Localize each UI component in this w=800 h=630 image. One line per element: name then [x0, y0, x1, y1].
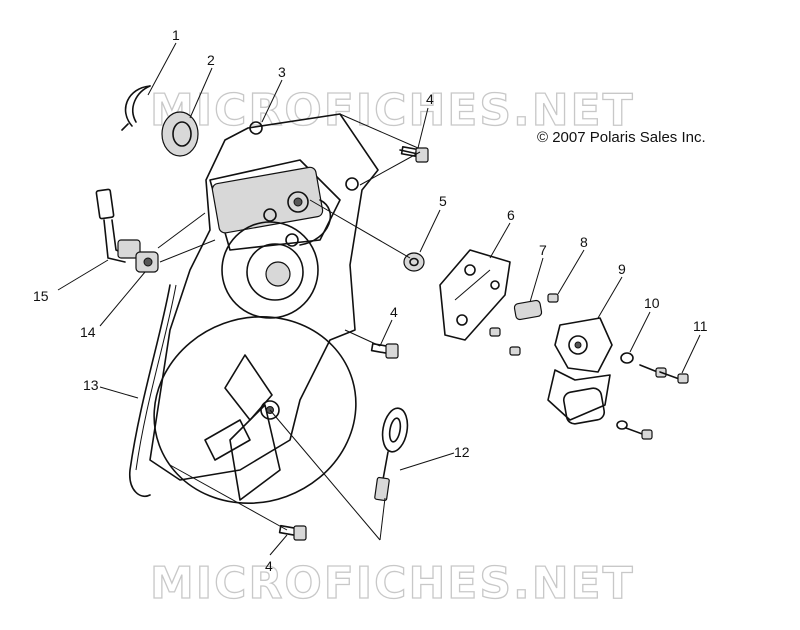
copyright-notice: © 2007 Polaris Sales Inc. [537, 129, 706, 146]
callout-11: 11 [693, 318, 708, 334]
callout-14: 14 [80, 324, 96, 340]
part-2-seal [161, 111, 199, 157]
part-4-bolt-middle [370, 342, 399, 359]
callout-6: 6 [507, 207, 515, 223]
cover-with-fan [153, 315, 357, 505]
callout-12: 12 [454, 444, 470, 460]
callout-15: 15 [33, 288, 49, 304]
watermark-top: MICROFICHES.NET [150, 85, 635, 136]
callout-2: 2 [207, 52, 215, 68]
part-6-bracket [439, 249, 511, 341]
part-12-dipstick [374, 407, 409, 502]
callout-4-lower: 4 [265, 558, 273, 574]
part-9-actuator-motor [547, 317, 613, 425]
callout-4-middle: 4 [390, 304, 398, 320]
part-3-drive-housing [149, 113, 379, 481]
part-4-bolt-upper [399, 146, 429, 163]
part-13-gasket [129, 284, 171, 497]
part-1-retaining-ring [121, 85, 151, 131]
callout-labels: 1 2 3 4 5 6 7 8 9 10 11 12 13 4 15 14 4 [33, 27, 708, 574]
part-10-washers [616, 352, 634, 430]
callout-5: 5 [439, 193, 447, 209]
callout-9: 9 [618, 261, 626, 277]
callout-4-upper: 4 [426, 91, 434, 107]
watermark-bottom: MICROFICHES.NET [150, 558, 635, 609]
part-15-sensor-cable [95, 188, 141, 263]
callout-3: 3 [278, 64, 286, 80]
callout-7: 7 [539, 242, 547, 258]
part-7-coupler [513, 299, 543, 321]
leader-lines [57, 42, 701, 556]
callout-13: 13 [83, 377, 99, 393]
part-14-sensor [135, 251, 159, 273]
part-8-screws [489, 293, 559, 356]
part-11-bolts [625, 364, 689, 440]
callout-1: 1 [172, 27, 180, 43]
callout-8: 8 [580, 234, 588, 250]
callout-10: 10 [644, 295, 660, 311]
part-4-bolt-lower [278, 524, 307, 541]
